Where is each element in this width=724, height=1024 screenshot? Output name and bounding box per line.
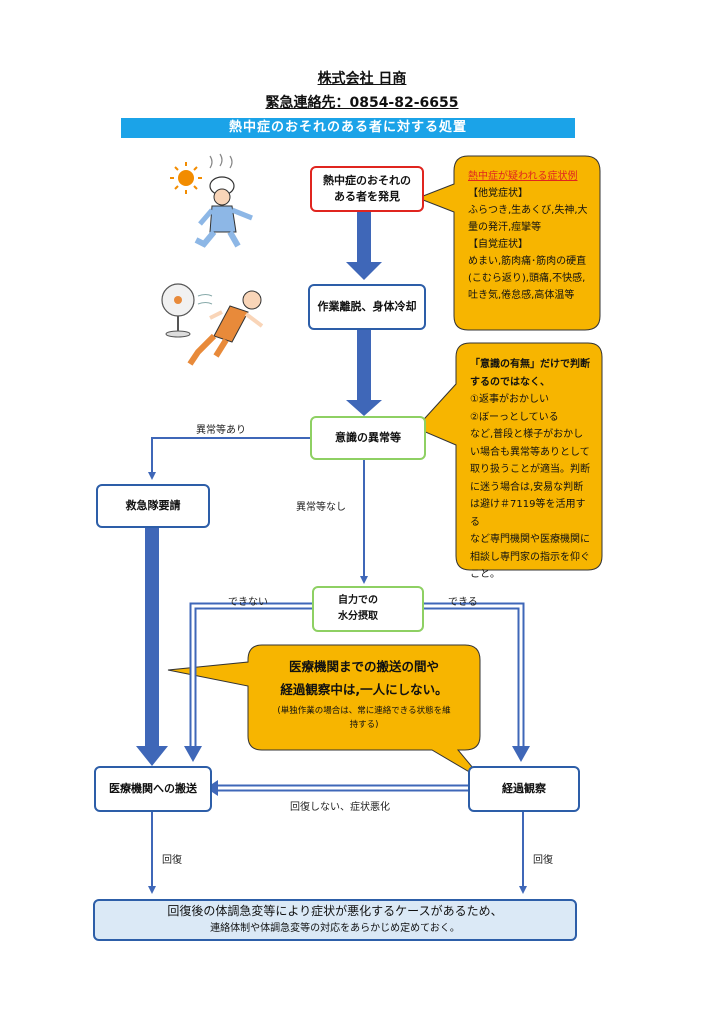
- consciousness-note-line6: い場合も異常等ありとして: [470, 446, 590, 458]
- box-consciousness: 意識の異常等: [310, 416, 426, 460]
- box-cooling: 作業離脱、身体冷却: [308, 284, 426, 330]
- footer-line2: 連絡体制や体調急変等の対応をあらかじめ定めておく。: [210, 923, 460, 934]
- dizzy-worker-illustration: [194, 153, 253, 248]
- alone-note-small: (単独作業の場合は、常に連絡できる状態を維 持する): [254, 704, 474, 732]
- label-cannot: できない: [228, 597, 268, 608]
- arrow-cooling-to-consciousness: [346, 330, 382, 416]
- consciousness-note-callout: [415, 342, 603, 571]
- alone-note-small-line1: (単独作業の場合は、常に連絡できる状態を維: [277, 706, 451, 716]
- company-name: 株式会社 日商: [317, 71, 407, 87]
- consciousness-note-line3: ①返事がおかしい: [470, 394, 549, 405]
- box-ambulance: 救急隊要請: [96, 484, 210, 528]
- box-discover: 熱中症のおそれの ある者を発見: [310, 166, 424, 212]
- consciousness-note-line9: は避け＃7119等を活用する: [470, 499, 586, 528]
- symptoms-self-label: 【自覚症状】: [468, 239, 528, 250]
- label-recovery-right: 回復: [533, 855, 553, 866]
- label-recovery-left: 回復: [162, 855, 182, 866]
- electric-fan-icon: [161, 283, 213, 338]
- symptoms-other-line1: ふらつき,生あくび,失神,大: [468, 205, 588, 216]
- alone-note-line1: 医療機関までの搬送の間や: [288, 659, 439, 674]
- arrow-abnormal-yes: [148, 437, 310, 480]
- consciousness-note-line4: ②ぼーっとしている: [470, 411, 559, 423]
- alone-note-line2: 経過観察中は,一人にしない。: [280, 682, 448, 697]
- footer-line1: 回復後の体調急変等により症状が悪化するケースがあるため、: [167, 904, 503, 918]
- label-no-recovery: 回復しない、症状悪化: [290, 802, 390, 813]
- box-hydration: 自力での 水分摂取: [312, 586, 424, 632]
- consciousness-note-line8: に迷う場合は,安易な判断: [470, 481, 584, 493]
- route-cannot-hydrate: [184, 602, 312, 762]
- symptoms-note: 熱中症が疑われる症状例 【他覚症状】 ふらつき,生あくび,失神,大 量の発汗,痙…: [458, 160, 602, 312]
- box-discover-line1: 熱中症のおそれの: [323, 174, 411, 187]
- consciousness-note-line11: 相談し専門家の指示を仰ぐ: [470, 551, 590, 563]
- arrow-discover-to-cooling: [346, 212, 382, 280]
- route-can-hydrate: [422, 602, 530, 762]
- route-no-recovery: [206, 780, 470, 796]
- title-banner: 熱中症のおそれのある者に対する処置: [121, 118, 575, 138]
- box-discover-line2: ある者を発見: [334, 190, 400, 203]
- consciousness-note-line12: こと。: [470, 569, 500, 580]
- arrow-ambulance-to-transport: [136, 528, 168, 766]
- consciousness-note: 「意識の有無」だけで判断 するのではなく、 ①返事がおかしい ②ぼーっとしている…: [460, 348, 604, 592]
- alone-note: 医療機関までの搬送の間や 経過観察中は,一人にしない。: [254, 655, 474, 701]
- symptoms-self-line1: めまい,筋肉痛･筋肉の硬直: [468, 256, 587, 267]
- lying-worker-illustration: [187, 290, 264, 366]
- label-can: できる: [448, 597, 478, 608]
- emergency-contact: 緊急連絡先：0854-82-6655: [265, 95, 459, 111]
- consciousness-note-line7: 取り扱うことが適当。判断: [470, 464, 590, 475]
- consciousness-note-line5: など,普段と様子がおかし: [470, 429, 584, 440]
- consciousness-note-line10: など専門機関や医療機関に: [470, 534, 590, 545]
- consciousness-note-line1: 「意識の有無」だけで判断: [470, 359, 590, 370]
- symptoms-note-title: 熱中症が疑われる症状例: [468, 171, 578, 182]
- box-observation: 経過観察: [468, 766, 580, 812]
- alone-note-callout: [167, 644, 484, 781]
- alone-note-small-line2: 持する): [349, 720, 379, 730]
- label-abnormal-yes: 異常等あり: [196, 425, 246, 436]
- symptoms-other-line2: 量の発汗,痙攣等: [468, 222, 542, 233]
- sun-icon: [170, 162, 202, 194]
- footer-box: 回復後の体調急変等により症状が悪化するケースがあるため、 連絡体制や体調急変等の…: [93, 899, 577, 941]
- symptoms-other-label: 【他覚症状】: [468, 188, 528, 199]
- box-transport: 医療機関への搬送: [94, 766, 212, 812]
- symptoms-note-callout: [416, 155, 601, 331]
- box-hydration-line1: 自力での: [338, 595, 378, 606]
- consciousness-note-line2: するのではなく、: [470, 376, 550, 388]
- symptoms-self-line2: (こむら返り),頭痛,不快感,: [468, 273, 586, 284]
- box-hydration-line2: 水分摂取: [338, 611, 378, 622]
- symptoms-self-line3: 吐き気,倦怠感,高体温等: [468, 290, 575, 301]
- label-abnormal-no: 異常等なし: [296, 502, 346, 513]
